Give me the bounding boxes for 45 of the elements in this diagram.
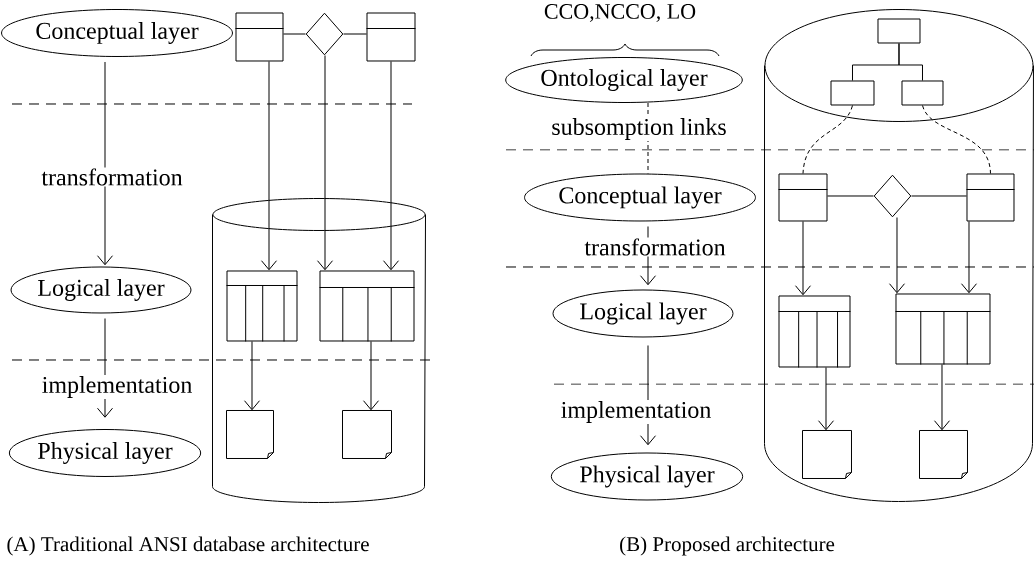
class-box <box>901 80 944 106</box>
arrow <box>244 341 260 411</box>
arrow <box>383 61 399 271</box>
database-cylinder <box>764 9 1034 502</box>
edge-label: implementation <box>559 400 713 424</box>
database-cylinder <box>212 198 426 503</box>
arrow <box>363 341 379 411</box>
caption: (A) Traditional ANSI database architecture <box>7 536 369 556</box>
connector-line <box>343 33 367 35</box>
entity-box <box>778 173 828 222</box>
entity-box <box>366 12 416 62</box>
arrow <box>317 55 333 271</box>
arrow <box>261 61 277 271</box>
connector-line <box>827 195 874 197</box>
relationship-diamond <box>305 12 344 56</box>
arrow <box>97 61 113 266</box>
arrow <box>818 367 834 431</box>
class-box <box>830 80 875 106</box>
connector-line <box>802 105 853 174</box>
arrow <box>934 364 950 431</box>
edge-label: implementation <box>40 375 194 399</box>
arrow <box>889 217 905 294</box>
document-shape <box>919 430 968 479</box>
text-label: CCO,NCCO, LO <box>544 4 696 22</box>
edge-label: transformation <box>40 167 184 187</box>
table-grid <box>778 295 851 368</box>
document-shape <box>342 410 392 459</box>
arrow <box>795 221 811 296</box>
table-grid <box>895 293 991 365</box>
connector-line <box>922 105 991 174</box>
connector-line <box>911 195 967 197</box>
document-shape <box>226 410 274 459</box>
entity-box <box>966 173 1015 222</box>
table-grid <box>319 270 415 342</box>
relationship-diamond <box>873 174 912 218</box>
edge-label: transformation <box>583 237 727 257</box>
document-shape <box>802 430 852 479</box>
arrow <box>961 221 977 294</box>
class-box <box>877 18 921 44</box>
table-grid <box>226 270 298 342</box>
edge-label: subsomption links <box>550 117 728 141</box>
caption: (B) Proposed architecture <box>620 536 835 556</box>
connector-line <box>283 33 306 35</box>
entity-box <box>235 12 284 62</box>
connector-line <box>898 43 923 81</box>
